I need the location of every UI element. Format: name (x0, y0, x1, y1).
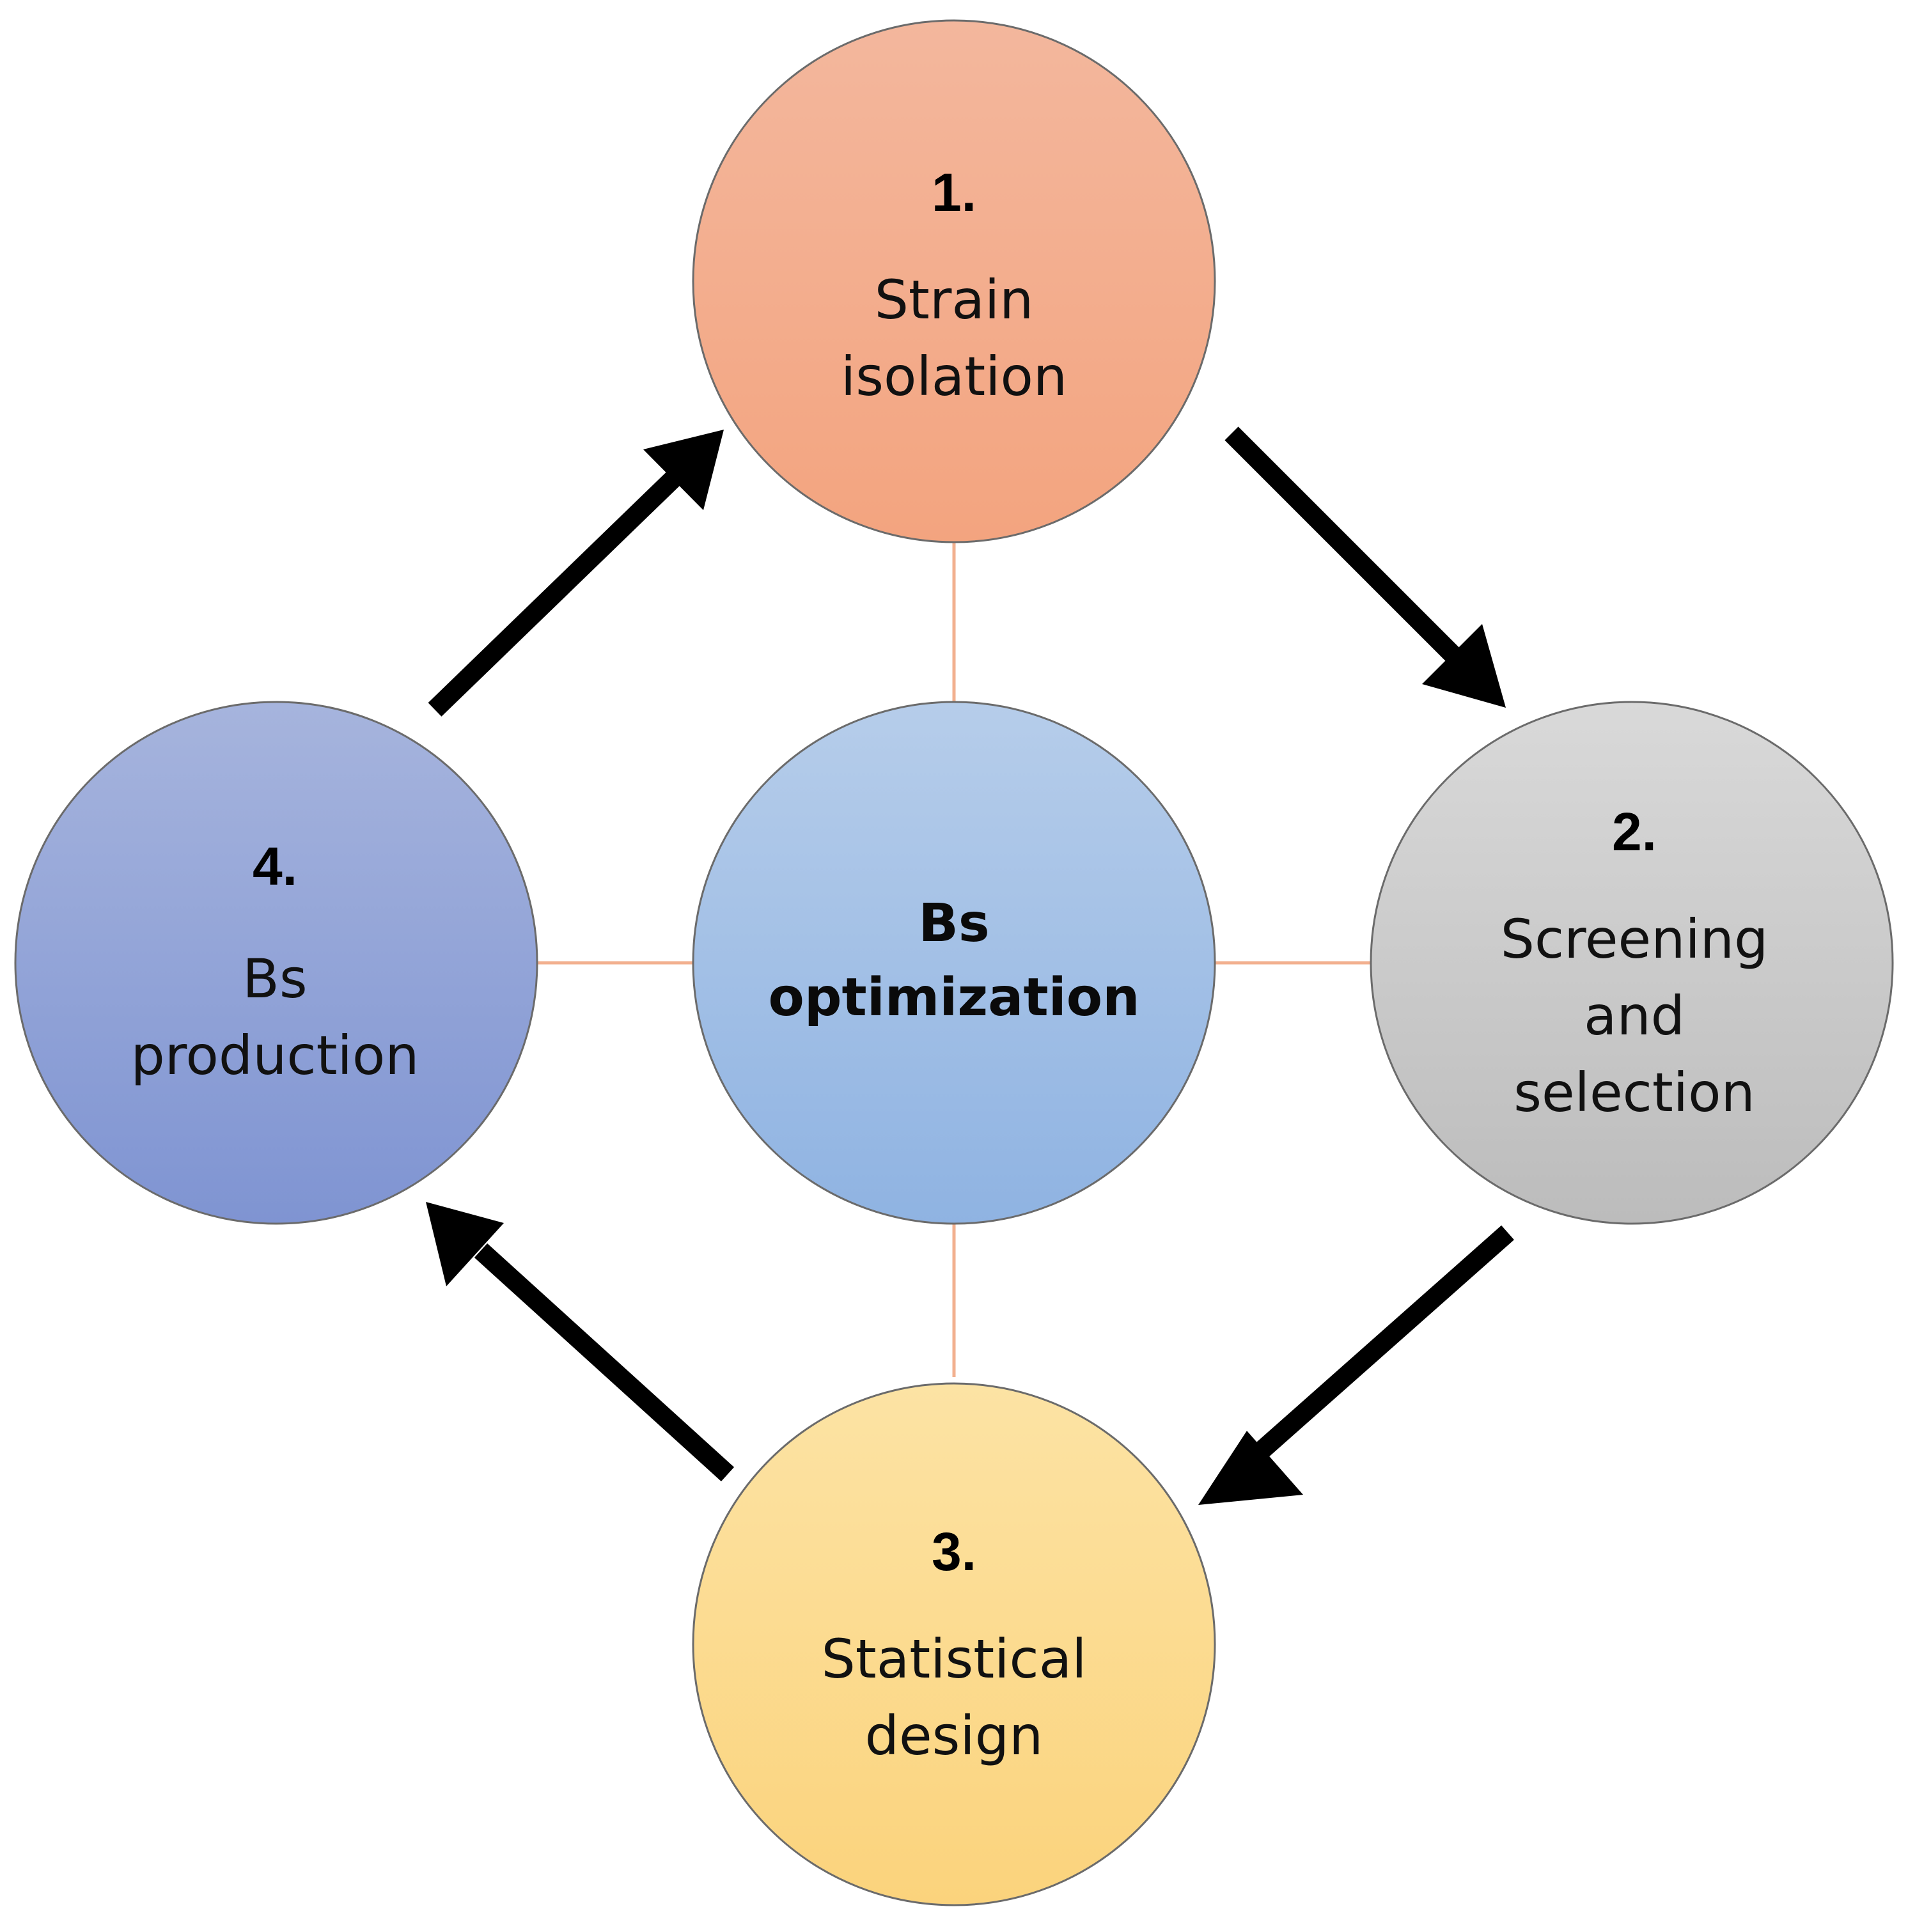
step-1-label-line-2: isolation (841, 345, 1067, 408)
center-label-line-2: optimization (769, 967, 1140, 1028)
cycle-arrows (426, 426, 1514, 1505)
step-4-label-line-2: production (130, 1024, 419, 1087)
step-4-number: 4. (253, 836, 297, 896)
step-4-label-line-1: Bs (242, 947, 307, 1010)
step-2-label-line-2: and (1584, 985, 1685, 1047)
step-3-number: 3. (932, 1522, 976, 1582)
arrow-4-to-1 (428, 430, 724, 717)
step-1-label-line-1: Strain (875, 269, 1034, 331)
step-2-label-line-1: Screening (1501, 908, 1769, 970)
center-label-line-1: Bs (918, 893, 989, 954)
arrow-2-to-3 (1198, 1225, 1514, 1505)
arrow-1-to-2 (1224, 426, 1506, 708)
step-2-circle (1370, 701, 1894, 1225)
arrow-3-to-4 (426, 1202, 735, 1482)
step-3-circle (692, 1382, 1216, 1906)
center-circle (692, 701, 1216, 1225)
step-3-label-line-1: Statistical (821, 1628, 1086, 1690)
step-3-label-line-2: design (865, 1704, 1044, 1767)
step-1-circle (692, 19, 1216, 543)
step-2-label-line-3: selection (1513, 1061, 1755, 1124)
step-1-number: 1. (932, 162, 976, 222)
step-2-number: 2. (1612, 802, 1657, 862)
connector-lines (537, 542, 1371, 1377)
step-4-circle (14, 701, 538, 1225)
